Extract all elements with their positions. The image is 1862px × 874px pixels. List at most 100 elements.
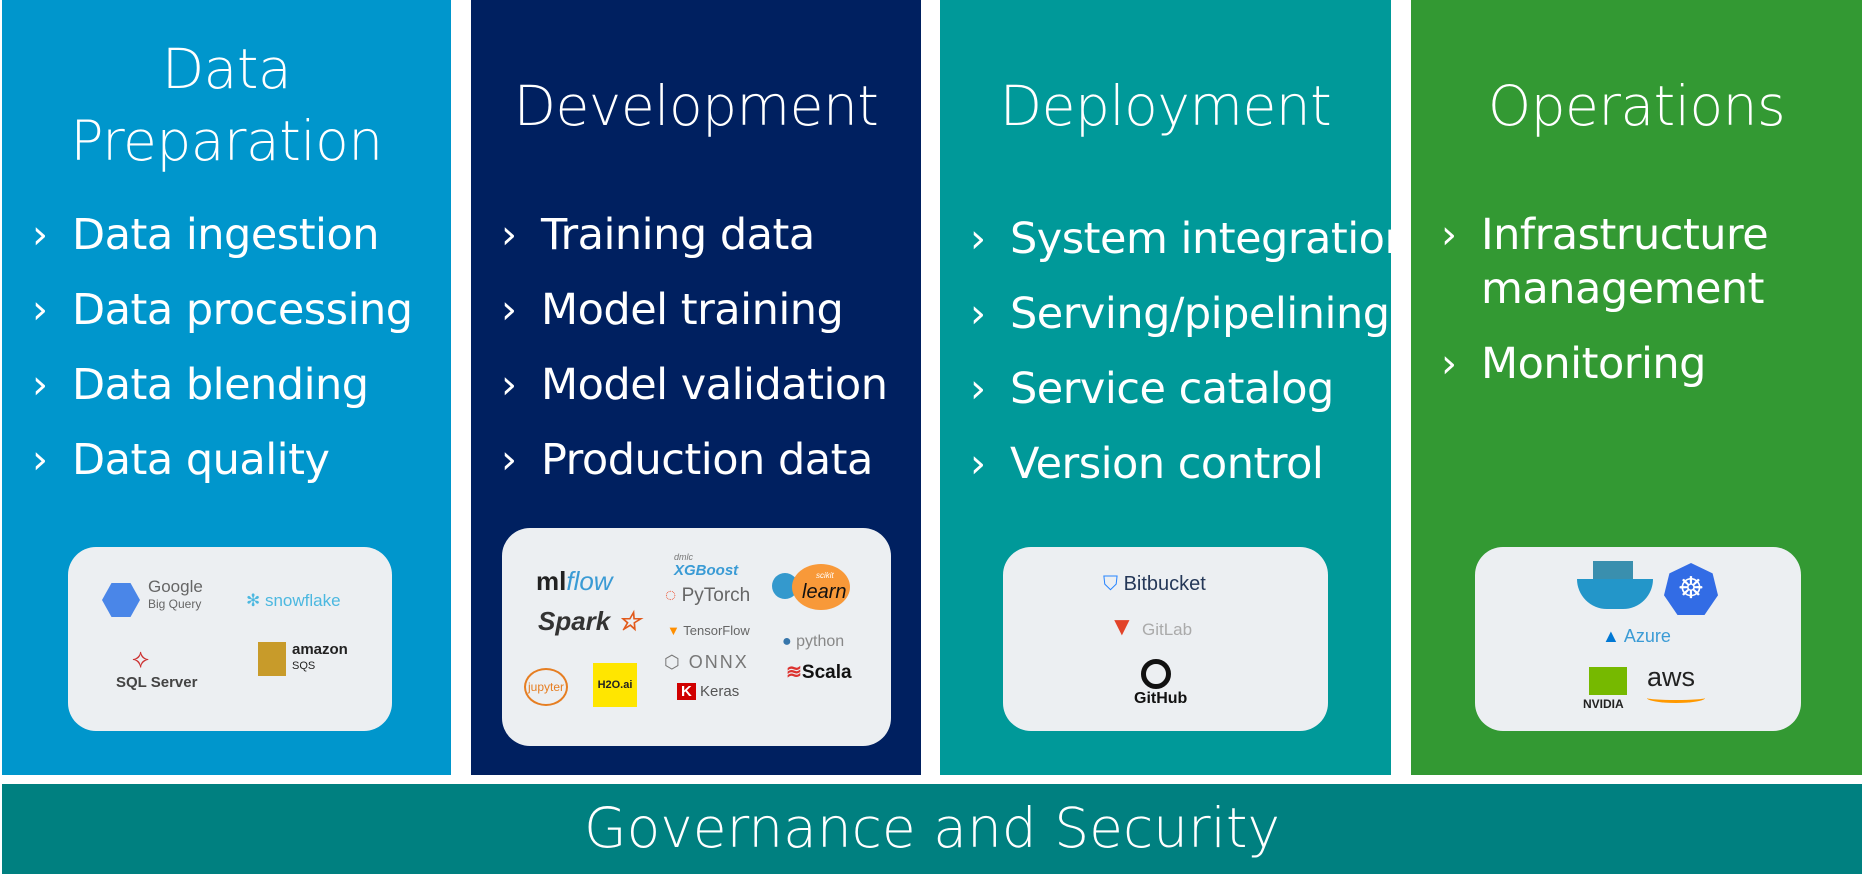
bitbucket-logo: ⛉ Bitbucket xyxy=(1103,573,1206,595)
bullet-item: › Data ingestion xyxy=(32,208,447,262)
github-logo: GitHub xyxy=(1134,690,1188,707)
docker-containers-icon xyxy=(1593,561,1633,579)
bullet-item: › Production data xyxy=(501,433,917,487)
bullet-text: Data quality xyxy=(72,435,330,485)
jupyter-logo: jupyter xyxy=(524,668,569,706)
star-icon: ☆ xyxy=(610,606,641,636)
bullet-list: › Training data › Model training › Model va… xyxy=(501,208,917,508)
column-title: Data Preparation xyxy=(2,33,451,177)
scala-logo: ≋Scala xyxy=(786,662,852,683)
bullet-text: Infrastructure management xyxy=(1481,210,1769,314)
bullet-item: › Service catalog xyxy=(970,362,1387,416)
amazon-sqs-icon xyxy=(258,642,286,676)
onnx-logo: ⬡ ONNX xyxy=(664,652,749,672)
azure-icon: ▲ xyxy=(1602,626,1624,646)
bullet-item: › Model validation xyxy=(501,358,917,412)
python-logo: ● python xyxy=(782,633,845,650)
bullet-text: Data ingestion xyxy=(72,210,380,260)
column-deployment: Deployment › System integration › Serving/… xyxy=(940,0,1412,775)
column-title: Operations xyxy=(1487,74,1786,138)
bullet-item: › Training data xyxy=(501,208,917,262)
title-line: Data xyxy=(161,37,292,101)
chevron-icon: › xyxy=(1441,341,1457,387)
bigquery-icon xyxy=(102,583,140,617)
mlflow-logo: mlflow xyxy=(536,566,613,596)
bullet-item: › Data quality xyxy=(32,433,447,487)
bullet-item: › System integration xyxy=(970,212,1412,266)
bullet-text: Model training xyxy=(541,285,844,335)
azure-logo: ▲ Azure xyxy=(1602,626,1671,646)
aws-logo: aws xyxy=(1647,662,1696,692)
h2o-logo: H2O.ai xyxy=(593,663,637,707)
column-data-preparation: Data Preparation › Data ingestion › Data p… xyxy=(2,0,451,775)
pytorch-logo: ◌ PyTorch xyxy=(665,585,751,606)
gitlab-icon: ▼ xyxy=(1109,611,1142,641)
scala-icon: ≋ xyxy=(786,662,802,683)
column-title: Deployment xyxy=(999,74,1332,138)
chevron-icon: › xyxy=(1441,212,1457,258)
chevron-icon: › xyxy=(970,441,986,487)
onnx-icon: ⬡ xyxy=(664,652,689,672)
bullet-item: › Model training xyxy=(501,283,917,337)
keras-logo: K Keras xyxy=(677,683,739,700)
kubernetes-icon: ☸ xyxy=(1664,563,1718,615)
docker-icon xyxy=(1577,579,1653,609)
chevron-icon: › xyxy=(970,291,986,337)
column-development: Development › Training data › Model traini… xyxy=(471,0,921,775)
bullet-text: Serving/pipelining xyxy=(1010,289,1390,339)
bullet-list: ›System integration ›Serving/pipelining … xyxy=(970,212,1412,512)
logo-panel: ⛉ Bitbucket ▼ GitLab GitHub xyxy=(1003,547,1328,731)
bullet-item: › Infrastructure management xyxy=(1441,208,1771,316)
bullet-item: › Monitoring xyxy=(1441,337,1858,391)
bullet-text: System integration xyxy=(1010,214,1412,264)
bullet-text: Service catalog xyxy=(1010,364,1334,414)
sklearn-icon xyxy=(792,564,850,610)
column-title: Development xyxy=(513,74,879,138)
chevron-icon: › xyxy=(501,212,517,258)
governance-security-bar: Governance and Security xyxy=(2,784,1862,874)
bullet-list: › Infrastructure management › Monitoring xyxy=(1441,208,1858,412)
bullet-item: › Version control xyxy=(970,437,1387,491)
bullet-item: › Data processing xyxy=(32,283,447,337)
logo-panel: ☸ ▲ Azure NVIDIA aws xyxy=(1475,547,1801,731)
chevron-icon: › xyxy=(32,437,48,483)
github-icon xyxy=(1141,659,1171,689)
pytorch-icon: ◌ xyxy=(665,585,682,606)
chevron-icon: › xyxy=(501,362,517,408)
bullet-text: Data blending xyxy=(72,360,369,410)
bullet-text: Data processing xyxy=(72,285,413,335)
chevron-icon: › xyxy=(970,366,986,412)
bullet-text: Model validation xyxy=(541,360,888,410)
aws-smile-icon xyxy=(1647,693,1705,703)
sqlserver-logo: SQL Server xyxy=(116,674,198,691)
chevron-icon: › xyxy=(32,362,48,408)
tensorflow-logo: ▼ TensorFlow xyxy=(667,623,750,638)
tensorflow-icon: ▼ xyxy=(667,623,684,638)
title-line: Preparation xyxy=(70,109,383,173)
bullet-list: › Data ingestion › Data processing › Data b… xyxy=(32,208,447,508)
column-operations: Operations › Infrastructure management › M… xyxy=(1411,0,1862,775)
bullet-item: › Serving/pipelining xyxy=(970,287,1390,341)
spark-logo: Spark ☆ xyxy=(538,606,641,636)
chevron-icon: › xyxy=(32,287,48,333)
python-icon: ● xyxy=(782,633,797,650)
nvidia-logo: NVIDIA xyxy=(1583,697,1624,711)
chevron-icon: › xyxy=(970,216,986,262)
chevron-icon: › xyxy=(501,437,517,483)
bullet-item: › Data blending xyxy=(32,358,447,412)
bullet-text: Training data xyxy=(541,210,815,260)
snowflake-logo: ✻ snowflake xyxy=(246,591,341,610)
bullet-text: Monitoring xyxy=(1481,339,1706,389)
keras-icon: K xyxy=(677,683,696,700)
sqlserver-icon: ⟡ xyxy=(132,643,150,673)
bullet-text: Production data xyxy=(541,435,873,485)
nvidia-icon xyxy=(1589,667,1627,695)
bullet-text: Version control xyxy=(1010,439,1324,489)
chevron-icon: › xyxy=(32,212,48,258)
chevron-icon: › xyxy=(501,287,517,333)
